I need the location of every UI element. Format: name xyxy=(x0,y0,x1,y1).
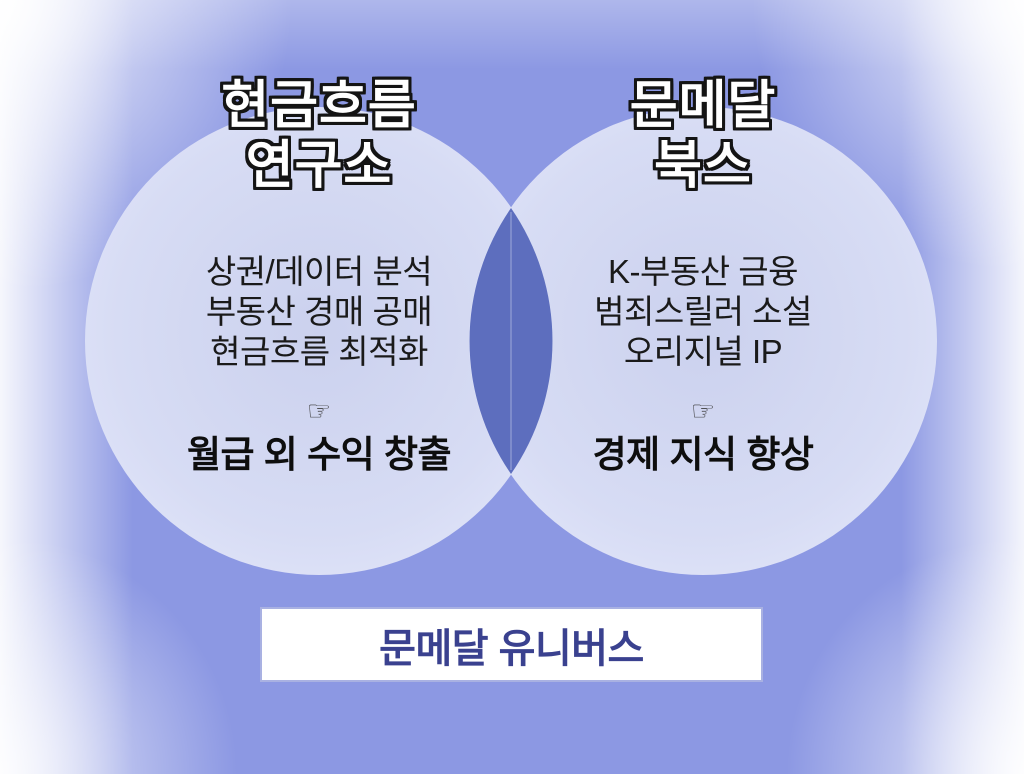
right-title-line-1: 문메달 xyxy=(629,77,777,135)
right-title-line-2: 북스 xyxy=(654,137,752,195)
left-title-line-2: 연구소 xyxy=(245,137,393,195)
right-circle-highlight: 경제 지식 향상 xyxy=(592,434,814,475)
left-circle-highlight: 월급 외 수익 창출 xyxy=(186,434,452,475)
left-item-1: 상권/데이터 분석 xyxy=(205,253,433,290)
pointing-hand-icon: ☞ xyxy=(306,396,332,426)
universe-label: 문메달 유니버스 xyxy=(379,626,644,671)
left-circle-items: 상권/데이터 분석 부동산 경매 공매 현금흐름 최적화 xyxy=(85,252,553,372)
left-title-line-1: 현금흐름 xyxy=(221,77,417,135)
left-circle-title: 현금흐름 연구소 xyxy=(85,76,553,196)
right-item-2: 범죄스릴러 소설 xyxy=(594,293,812,330)
overlap-lens-shape xyxy=(469,208,553,474)
left-item-2: 부동산 경매 공매 xyxy=(205,293,433,330)
left-item-3: 현금흐름 최적화 xyxy=(210,333,428,370)
right-circle-items: K-부동산 금융 범죄스릴러 소설 오리지널 IP xyxy=(469,252,937,372)
universe-label-box: 문메달 유니버스 xyxy=(260,607,763,682)
left-circle-shape xyxy=(85,107,553,575)
right-circle-title: 문메달 북스 xyxy=(469,76,937,196)
right-item-3: 오리지널 IP xyxy=(623,333,783,370)
pointing-hand-icon: ☞ xyxy=(690,396,716,426)
right-circle-shape xyxy=(469,107,937,575)
right-item-1: K-부동산 금융 xyxy=(608,253,798,290)
